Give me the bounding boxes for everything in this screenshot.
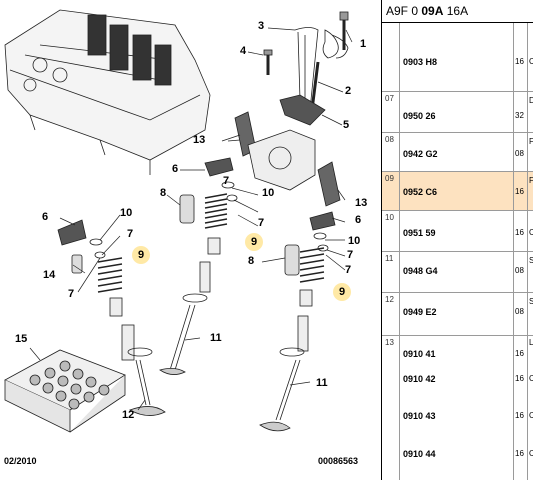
callout-6-middle: 6 [172, 163, 179, 175]
callout-7-middle-bottom: 7 [258, 217, 265, 229]
part-quantity: 16 [515, 449, 524, 458]
callout-7-right-bottom: 7 [345, 264, 352, 276]
callout-14: 14 [43, 269, 56, 281]
part-quantity: 16 [515, 411, 524, 420]
part-note: C [529, 411, 533, 420]
parts-row[interactable]: 10 0951 59 16 C [382, 211, 533, 252]
part-reference: 0910 44 [403, 449, 436, 459]
part-quantity: 08 [515, 149, 524, 158]
cam-tower-1 [87, 14, 107, 56]
callout-4: 4 [240, 45, 247, 57]
part-quantity: 08 [515, 266, 524, 275]
callout-10-left: 10 [120, 207, 133, 219]
parts-illustration [4, 9, 353, 433]
callout-11-right: 11 [316, 377, 328, 389]
callout-9-left[interactable]: 9 [132, 246, 150, 264]
callout-2: 2 [345, 85, 352, 97]
part-reference: 0951 59 [403, 228, 436, 238]
cam-tower-3 [132, 34, 152, 81]
parts-row-selected[interactable]: 09 0952 C6 16 F [382, 172, 533, 211]
parts-row-group[interactable]: 13 0910 41 16 L 0910 42 16 C 0910 43 16 … [382, 336, 533, 480]
cam-tower-4 [154, 44, 172, 86]
parts-row[interactable]: 08 0942 G2 08 F [382, 133, 533, 172]
part-note: D [529, 96, 533, 105]
part-reference: 0948 G4 [403, 266, 438, 276]
date-code: 02/2010 [4, 456, 37, 466]
parts-row[interactable]: 12 0949 E2 08 S [382, 293, 533, 336]
part-quantity: 16 [515, 374, 524, 383]
callout-8-middle: 8 [160, 187, 167, 199]
part-note: C [529, 228, 533, 237]
callout-5: 5 [343, 119, 350, 131]
callout-7-middle-top: 7 [223, 175, 230, 187]
part-note: F [529, 137, 533, 146]
part-note: S [529, 297, 533, 306]
part-note: C [529, 374, 533, 383]
part-reference: 0903 H8 [403, 57, 438, 67]
callout-7-right-top: 7 [347, 249, 354, 261]
cam-tower-2 [109, 24, 129, 71]
part-reference: 0949 E2 [403, 307, 437, 317]
parts-row[interactable]: 0903 H8 16 C [382, 23, 533, 92]
part-note: C [529, 57, 533, 66]
part-quantity: 16 [515, 57, 524, 66]
callout-10-right: 10 [348, 235, 361, 247]
parts-row[interactable]: 11 0948 G4 08 S [382, 252, 533, 293]
callout-7-left-bottom: 7 [68, 288, 75, 300]
part-note: S [529, 256, 533, 265]
parts-row[interactable]: 07 0950 26 32 D [382, 92, 533, 133]
part-reference: 0942 G2 [403, 149, 438, 159]
parts-list-panel: A9F 0 09A 16A 0903 H8 16 C 07 0950 26 32… [381, 0, 533, 480]
callout-1: 1 [360, 38, 367, 50]
part-reference: 0950 26 [403, 111, 436, 121]
part-reference: 0910 41 [403, 349, 436, 359]
callout-8-right: 8 [248, 255, 255, 267]
callout-6-left: 6 [42, 211, 49, 223]
callout-9-middle[interactable]: 9 [245, 233, 263, 251]
part-note: F [529, 176, 533, 185]
part-quantity: 16 [515, 187, 524, 196]
part-quantity: 16 [515, 228, 524, 237]
part-quantity: 16 [515, 349, 524, 358]
callout-12: 12 [122, 409, 135, 421]
callout-10-middle: 10 [262, 187, 275, 199]
callout-11-middle: 11 [210, 332, 222, 344]
header-prefix: A9F 0 [386, 4, 419, 18]
header-bold: 09A [421, 4, 444, 18]
part-note: L [529, 338, 533, 347]
part-reference: 0952 C6 [403, 187, 438, 197]
header-suffix: 16A [446, 4, 469, 18]
callout-7-left-top: 7 [127, 228, 134, 240]
part-note: C [529, 449, 533, 458]
part-quantity: 08 [515, 307, 524, 316]
callout-13-left: 13 [193, 134, 206, 146]
callout-3: 3 [258, 20, 265, 32]
callout-9-right[interactable]: 9 [333, 283, 351, 301]
drawing-number: 00086563 [318, 456, 359, 466]
exploded-parts-diagram: 1 2 3 4 5 6 6 6 7 7 7 7 7 7 8 8 9 9 9 10… [4, 9, 368, 466]
part-quantity: 32 [515, 111, 524, 120]
panel-header: A9F 0 09A 16A [382, 0, 533, 23]
callout-15: 15 [15, 333, 28, 345]
part-reference: 0910 43 [403, 411, 436, 421]
callout-6-right: 6 [355, 214, 362, 226]
callout-13-right: 13 [355, 197, 368, 209]
part-reference: 0910 42 [403, 374, 436, 384]
